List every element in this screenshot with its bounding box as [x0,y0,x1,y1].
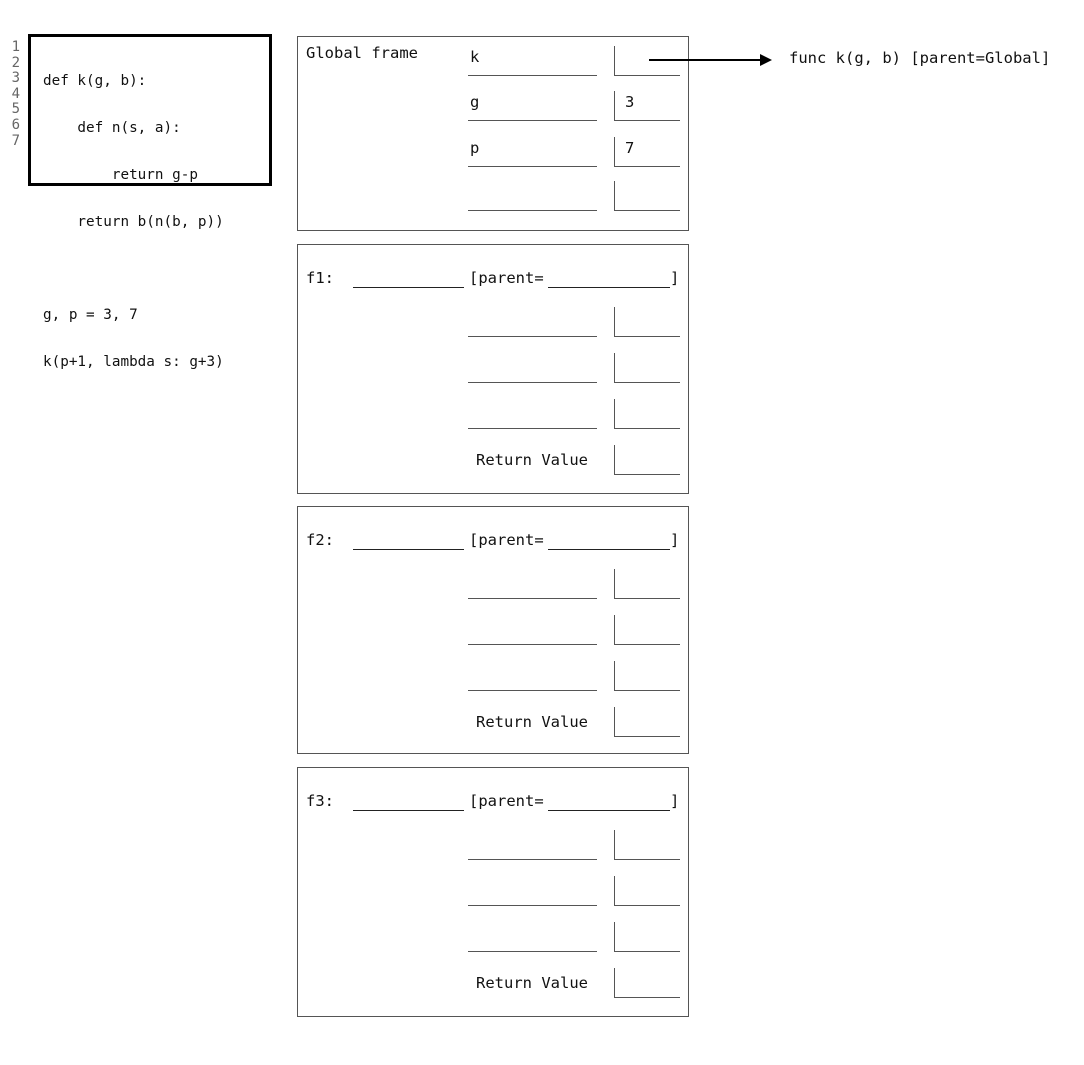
parent-close: ] [670,792,680,810]
binding-name[interactable] [468,181,597,211]
global-binding-g: g 3 [468,91,680,121]
binding-slot [468,615,680,645]
line-number: 1 [11,39,20,55]
binding-value[interactable] [614,615,680,645]
parent-blank[interactable] [548,287,670,288]
binding-value[interactable] [614,876,680,906]
binding-value[interactable] [614,399,680,429]
return-value-label: Return Value [476,451,588,469]
frame-header: f3: [parent= ] [306,792,682,918]
global-binding-p: p 7 [468,137,680,167]
binding-name[interactable]: k [468,46,597,76]
binding-slot [468,922,680,952]
parent-blank[interactable] [548,549,670,550]
return-value-slot [468,445,680,475]
line-numbers: 1 2 3 4 5 6 7 [6,39,20,149]
code-line [43,261,224,277]
line-number: 7 [11,132,20,149]
binding-value[interactable]: 3 [614,91,680,121]
binding-slot [468,307,680,337]
global-frame: Global frame k g 3 p 7 [297,36,689,231]
code-line: return b(n(b, p)) [43,213,224,230]
binding-value[interactable] [614,353,680,383]
binding-name[interactable] [468,307,597,337]
return-value-box[interactable] [614,707,680,737]
frame-f3: f3: [parent= ] Return Value [297,767,689,1017]
frame-f2: f2: [parent= ] Return Value [297,506,689,754]
return-value-slot [468,707,680,737]
binding-slot [468,399,680,429]
parent-label: [parent= [469,269,544,287]
binding-name[interactable] [468,399,597,429]
binding-name[interactable] [468,830,597,860]
parent-blank[interactable] [548,810,670,811]
parent-label: [parent= [469,792,544,810]
binding-value[interactable] [614,569,680,599]
binding-name[interactable]: p [468,137,597,167]
frame-name-blank[interactable] [353,810,464,811]
parent-close: ] [670,531,680,549]
arrow-head-icon [760,54,772,66]
code-lines: def k(g, b): def n(s, a): return g-p ret… [43,43,224,402]
binding-value[interactable]: 7 [614,137,680,167]
return-value-label: Return Value [476,713,588,731]
frame-header: f2: [parent= ] [306,531,682,657]
code-line: def n(s, a): [43,119,181,136]
frame-name-blank[interactable] [353,287,464,288]
line-number: 5 [11,101,20,118]
pointer-arrow [649,59,762,61]
binding-name[interactable] [468,353,597,383]
return-value-box[interactable] [614,445,680,475]
code-panel: def k(g, b): def n(s, a): return g-p ret… [28,34,272,369]
frame-label: f3: [306,792,334,810]
binding-name[interactable] [468,922,597,952]
global-frame-title: Global frame [306,44,418,62]
parent-label: [parent= [469,531,544,549]
binding-value[interactable] [614,307,680,337]
global-binding-empty [468,181,680,211]
code-line: k(p+1, lambda s: g+3) [43,353,224,370]
parent-close: ] [670,269,680,287]
frame-header: f1: [parent= ] [306,269,682,395]
code-line: return g-p [43,166,198,183]
binding-name[interactable] [468,615,597,645]
binding-value[interactable] [614,181,680,211]
line-number: 3 [11,70,20,87]
binding-name[interactable] [468,876,597,906]
return-value-slot [468,968,680,998]
global-binding-k: k [468,46,680,76]
binding-name[interactable]: g [468,91,597,121]
binding-slot [468,569,680,599]
binding-slot [468,876,680,906]
return-value-label: Return Value [476,974,588,992]
binding-value[interactable] [614,46,680,76]
binding-value[interactable] [614,661,680,691]
frame-label: f1: [306,269,334,287]
return-value-box[interactable] [614,968,680,998]
binding-slot [468,661,680,691]
line-number: 2 [11,54,20,71]
binding-slot [468,830,680,860]
binding-value[interactable] [614,922,680,952]
line-number: 4 [11,85,20,102]
binding-slot [468,353,680,383]
binding-name[interactable] [468,569,597,599]
code-line: g, p = 3, 7 [43,307,138,324]
code-line: def k(g, b): [43,73,147,90]
frame-label: f2: [306,531,334,549]
line-number: 6 [11,116,20,133]
function-object: func k(g, b) [parent=Global] [789,49,1051,67]
binding-name[interactable] [468,661,597,691]
frame-f1: f1: [parent= ] Return Value [297,244,689,494]
binding-value[interactable] [614,830,680,860]
frame-name-blank[interactable] [353,549,464,550]
